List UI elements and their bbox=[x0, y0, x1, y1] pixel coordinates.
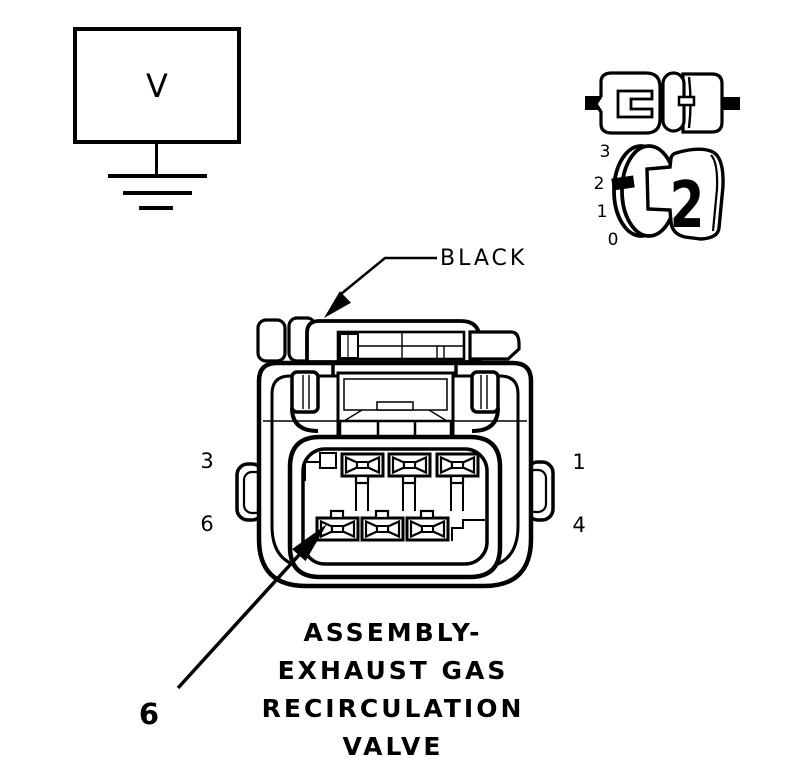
female-terminal-slot bbox=[677, 95, 696, 107]
left-slot bbox=[290, 370, 320, 414]
latch-bar bbox=[305, 319, 482, 364]
black-leader-arrow bbox=[324, 256, 437, 318]
ground-bar-3 bbox=[139, 206, 173, 210]
cavity-detail-icon: 2 3 2 1 0 bbox=[594, 142, 725, 250]
caption-line-2: EXHAUST GAS bbox=[277, 656, 509, 685]
cavity-number: 2 bbox=[670, 168, 705, 243]
cavity-key-shape bbox=[645, 147, 725, 241]
voltage-source-label: V bbox=[146, 66, 168, 105]
female-terminal-body bbox=[681, 72, 724, 134]
caption-line-3: RECIRCULATION bbox=[261, 694, 525, 723]
pin-label-6: 6 bbox=[200, 512, 214, 536]
pin6-arrow bbox=[176, 524, 327, 690]
wire-color-label: BLACK bbox=[440, 246, 528, 271]
right-slot bbox=[470, 370, 500, 414]
ground-bar-2 bbox=[123, 191, 192, 195]
keyway-top-left bbox=[304, 452, 337, 481]
ground-stem bbox=[155, 140, 158, 176]
terminal-pin-2 bbox=[387, 452, 432, 485]
caption-line-4: VALVE bbox=[342, 732, 444, 761]
connector-drawing bbox=[176, 256, 555, 690]
terminal-pin-1 bbox=[435, 452, 480, 485]
component-caption: ASSEMBLY- EXHAUST GAS RECIRCULATION VALV… bbox=[233, 614, 553, 766]
central-window bbox=[336, 371, 455, 440]
male-terminal-blade bbox=[616, 89, 654, 119]
scale-label-3: 3 bbox=[600, 142, 611, 162]
terminal-pin-3 bbox=[340, 452, 385, 485]
index-tick bbox=[611, 175, 635, 191]
caption-line-1: ASSEMBLY- bbox=[303, 618, 483, 647]
latch-tab-1 bbox=[256, 318, 287, 363]
latch-bar-right-piece bbox=[468, 330, 521, 361]
terminal-pin-6 bbox=[315, 509, 360, 542]
terminal-pin-4 bbox=[405, 509, 450, 542]
connector-top-latch bbox=[256, 316, 521, 375]
pin6-callout-label: 6 bbox=[138, 697, 160, 731]
scale-label-2: 2 bbox=[594, 174, 605, 194]
voltage-source-box: V bbox=[73, 27, 241, 144]
pin-label-1: 1 bbox=[572, 450, 586, 474]
pin-label-3: 3 bbox=[200, 449, 214, 473]
terminal-pair-icon bbox=[585, 71, 740, 135]
keyway-bottom-right bbox=[451, 519, 485, 541]
terminal-pin-5 bbox=[360, 509, 405, 542]
pin-label-4: 4 bbox=[572, 513, 586, 537]
scale-label-0: 0 bbox=[608, 230, 619, 250]
wire-stub-right bbox=[721, 97, 740, 110]
scale-label-1: 1 bbox=[597, 202, 608, 222]
ground-bar-1 bbox=[108, 174, 207, 178]
